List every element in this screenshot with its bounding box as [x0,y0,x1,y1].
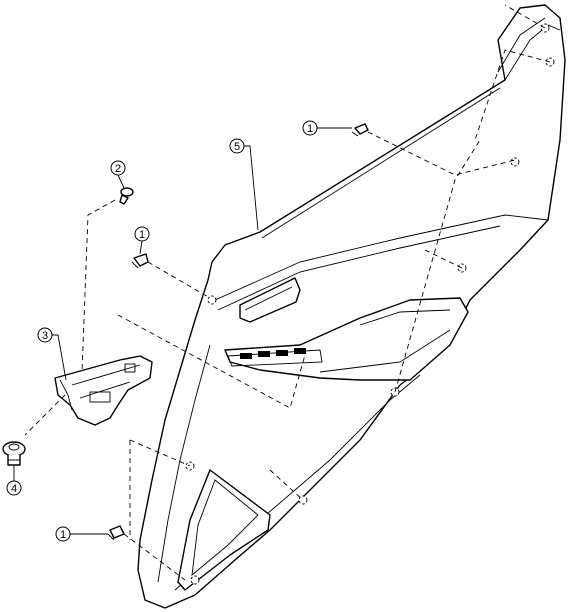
svg-text:2: 2 [115,163,121,175]
callout-1-bottom: 1 [55,526,108,542]
callout-1-top: 1 [302,120,352,136]
svg-text:5: 5 [234,141,240,153]
assembly-lines [24,4,551,581]
clip-part-1-bottom [107,525,125,541]
door-trim-panel [137,4,566,609]
inner-handle-assembly [54,355,153,426]
clip-part-1-top [351,123,369,137]
svg-text:1: 1 [139,229,145,241]
callout-4: 4 [6,466,22,496]
svg-text:3: 3 [42,330,48,342]
callout-3: 3 [37,327,67,381]
callout-5: 5 [229,138,259,231]
callout-1-mid: 1 [134,226,150,255]
fastener-part-4 [2,441,26,466]
callout-2: 2 [110,160,126,189]
svg-text:1: 1 [60,529,66,541]
power-window-switch-icon [240,348,306,359]
screw-part-2 [119,187,134,205]
svg-text:4: 4 [11,483,17,495]
clip-part-1-mid [131,253,149,269]
svg-text:1: 1 [307,123,313,135]
